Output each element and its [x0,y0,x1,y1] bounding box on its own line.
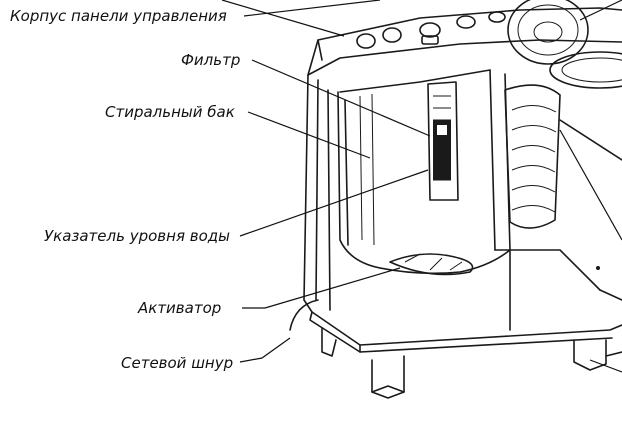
machine-body [289,0,622,399]
leader-lines [221,0,622,373]
label-water-level: Указатель уровня воды [44,227,230,245]
label-agitator: Активатор [138,299,222,317]
label-filter: Фильтр [181,51,241,69]
label-power-cord: Сетевой шнур [121,354,234,372]
label-control-panel: Корпус панели управления [10,7,227,25]
label-wash-tub: Стиральный бак [105,103,235,121]
